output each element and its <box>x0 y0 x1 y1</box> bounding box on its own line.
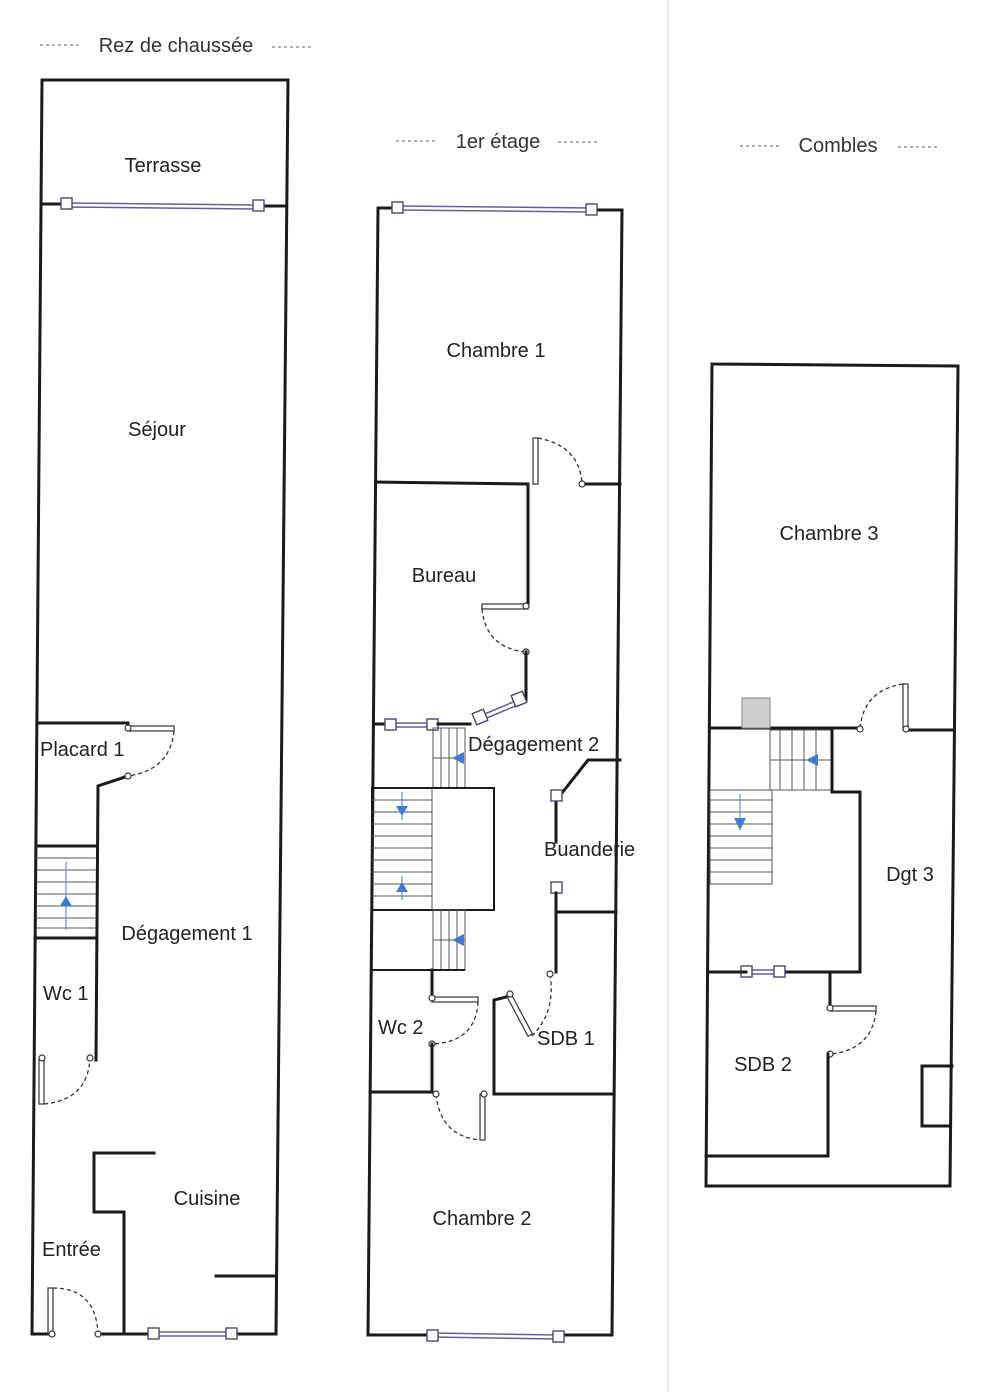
level-title-first: 1er étage <box>396 131 600 153</box>
room-label-entree: Entrée <box>42 1239 101 1261</box>
ground-window-cuisine <box>147 1327 238 1340</box>
ground-window-terrasse <box>60 197 265 212</box>
attic-window-sdb2 <box>740 965 786 978</box>
plan-first-floor: Chambre 1 Bureau Dégagement 2 Buanderie … <box>366 201 635 1343</box>
first-window-chambre1 <box>391 201 598 216</box>
room-label-degagement2: Dégagement 2 <box>468 734 599 756</box>
door-sdb2 <box>829 1005 877 1012</box>
room-label-chambre3: Chambre 3 <box>780 523 879 545</box>
first-outer-wall <box>366 206 624 1337</box>
level-title-first-text: 1er étage <box>456 131 541 153</box>
door-placard1 <box>127 725 175 732</box>
room-label-sdb2: SDB 2 <box>734 1054 792 1076</box>
first-window-angled <box>471 690 528 726</box>
ground-outer-wall <box>30 78 290 1336</box>
plan-ground-floor: Terrasse Séjour Placard 1 Dégagement 1 W… <box>30 78 290 1340</box>
door-bureau <box>481 603 529 610</box>
room-label-cuisine: Cuisine <box>174 1188 241 1210</box>
door-wc2 <box>431 996 479 1003</box>
room-label-wc2: Wc 2 <box>378 1017 424 1039</box>
room-label-chambre1: Chambre 1 <box>447 340 546 362</box>
plan-attic: Chambre 3 Dgt 3 SDB 2 <box>704 362 960 1188</box>
door-chambre2 <box>479 1093 486 1141</box>
level-title-ground-text: Rez de chaussée <box>99 35 254 57</box>
first-window-chambre2 <box>426 1329 565 1343</box>
room-label-sdb1: SDB 1 <box>537 1028 595 1050</box>
door-chambre1 <box>532 437 539 485</box>
attic-outer-wall <box>704 362 960 1188</box>
door-chambre3 <box>902 683 909 731</box>
room-label-wc1: Wc 1 <box>43 983 89 1005</box>
level-title-attic-text: Combles <box>799 135 878 157</box>
door-sdb1 <box>505 992 534 1038</box>
ground-stairs <box>36 857 96 930</box>
room-label-degagement1: Dégagement 1 <box>121 923 252 945</box>
room-label-terrasse: Terrasse <box>125 155 202 177</box>
level-title-ground: Rez de chaussée <box>40 35 314 57</box>
attic-stairs <box>709 729 833 885</box>
room-label-placard1: Placard 1 <box>40 739 125 761</box>
attic-duct <box>741 697 771 729</box>
room-label-dgt3: Dgt 3 <box>886 864 934 886</box>
room-label-sejour: Séjour <box>128 419 186 441</box>
room-label-bureau: Bureau <box>412 565 477 587</box>
door-wc1 <box>38 1057 45 1105</box>
first-window-stair <box>384 718 439 731</box>
first-stairs <box>371 727 495 971</box>
room-label-chambre2: Chambre 2 <box>433 1208 532 1230</box>
room-label-buanderie: Buanderie <box>544 839 635 861</box>
door-entree <box>47 1287 54 1335</box>
level-title-attic: Combles <box>740 135 940 157</box>
